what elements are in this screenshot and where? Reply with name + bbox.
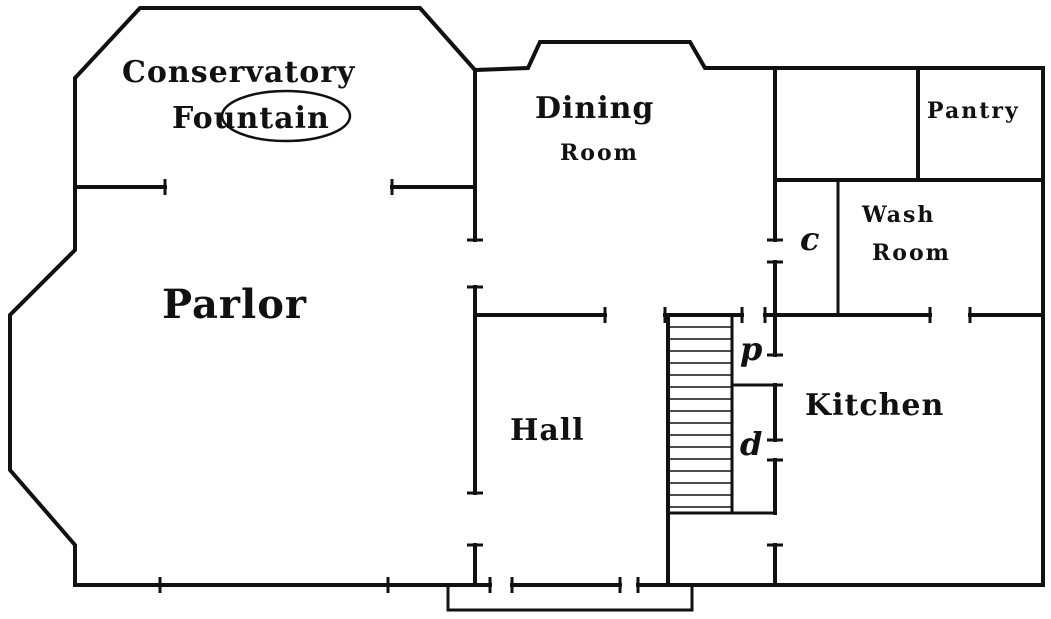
- label-closet-c: c: [800, 220, 819, 258]
- label-pantry: Pantry: [927, 98, 1020, 124]
- label-closet-p: p: [740, 330, 762, 368]
- porch: [446, 585, 694, 612]
- label-dining-room: Room: [560, 140, 639, 166]
- label-wash: Wash: [861, 202, 935, 228]
- staircase: [666, 313, 734, 515]
- label-fountain: Fountain: [172, 101, 330, 136]
- outer-walls: [8, 6, 1045, 587]
- label-conservatory: Conservatory: [122, 55, 356, 90]
- label-hall: Hall: [510, 413, 585, 448]
- fountain-ellipse: [220, 89, 352, 143]
- label-kitchen: Kitchen: [805, 388, 944, 423]
- label-wash-room: Room: [872, 240, 951, 266]
- door-jamb-ticks: [158, 179, 972, 593]
- label-parlor: Parlor: [162, 281, 307, 328]
- label-closet-d: d: [740, 425, 762, 463]
- label-dining: Dining: [535, 91, 654, 126]
